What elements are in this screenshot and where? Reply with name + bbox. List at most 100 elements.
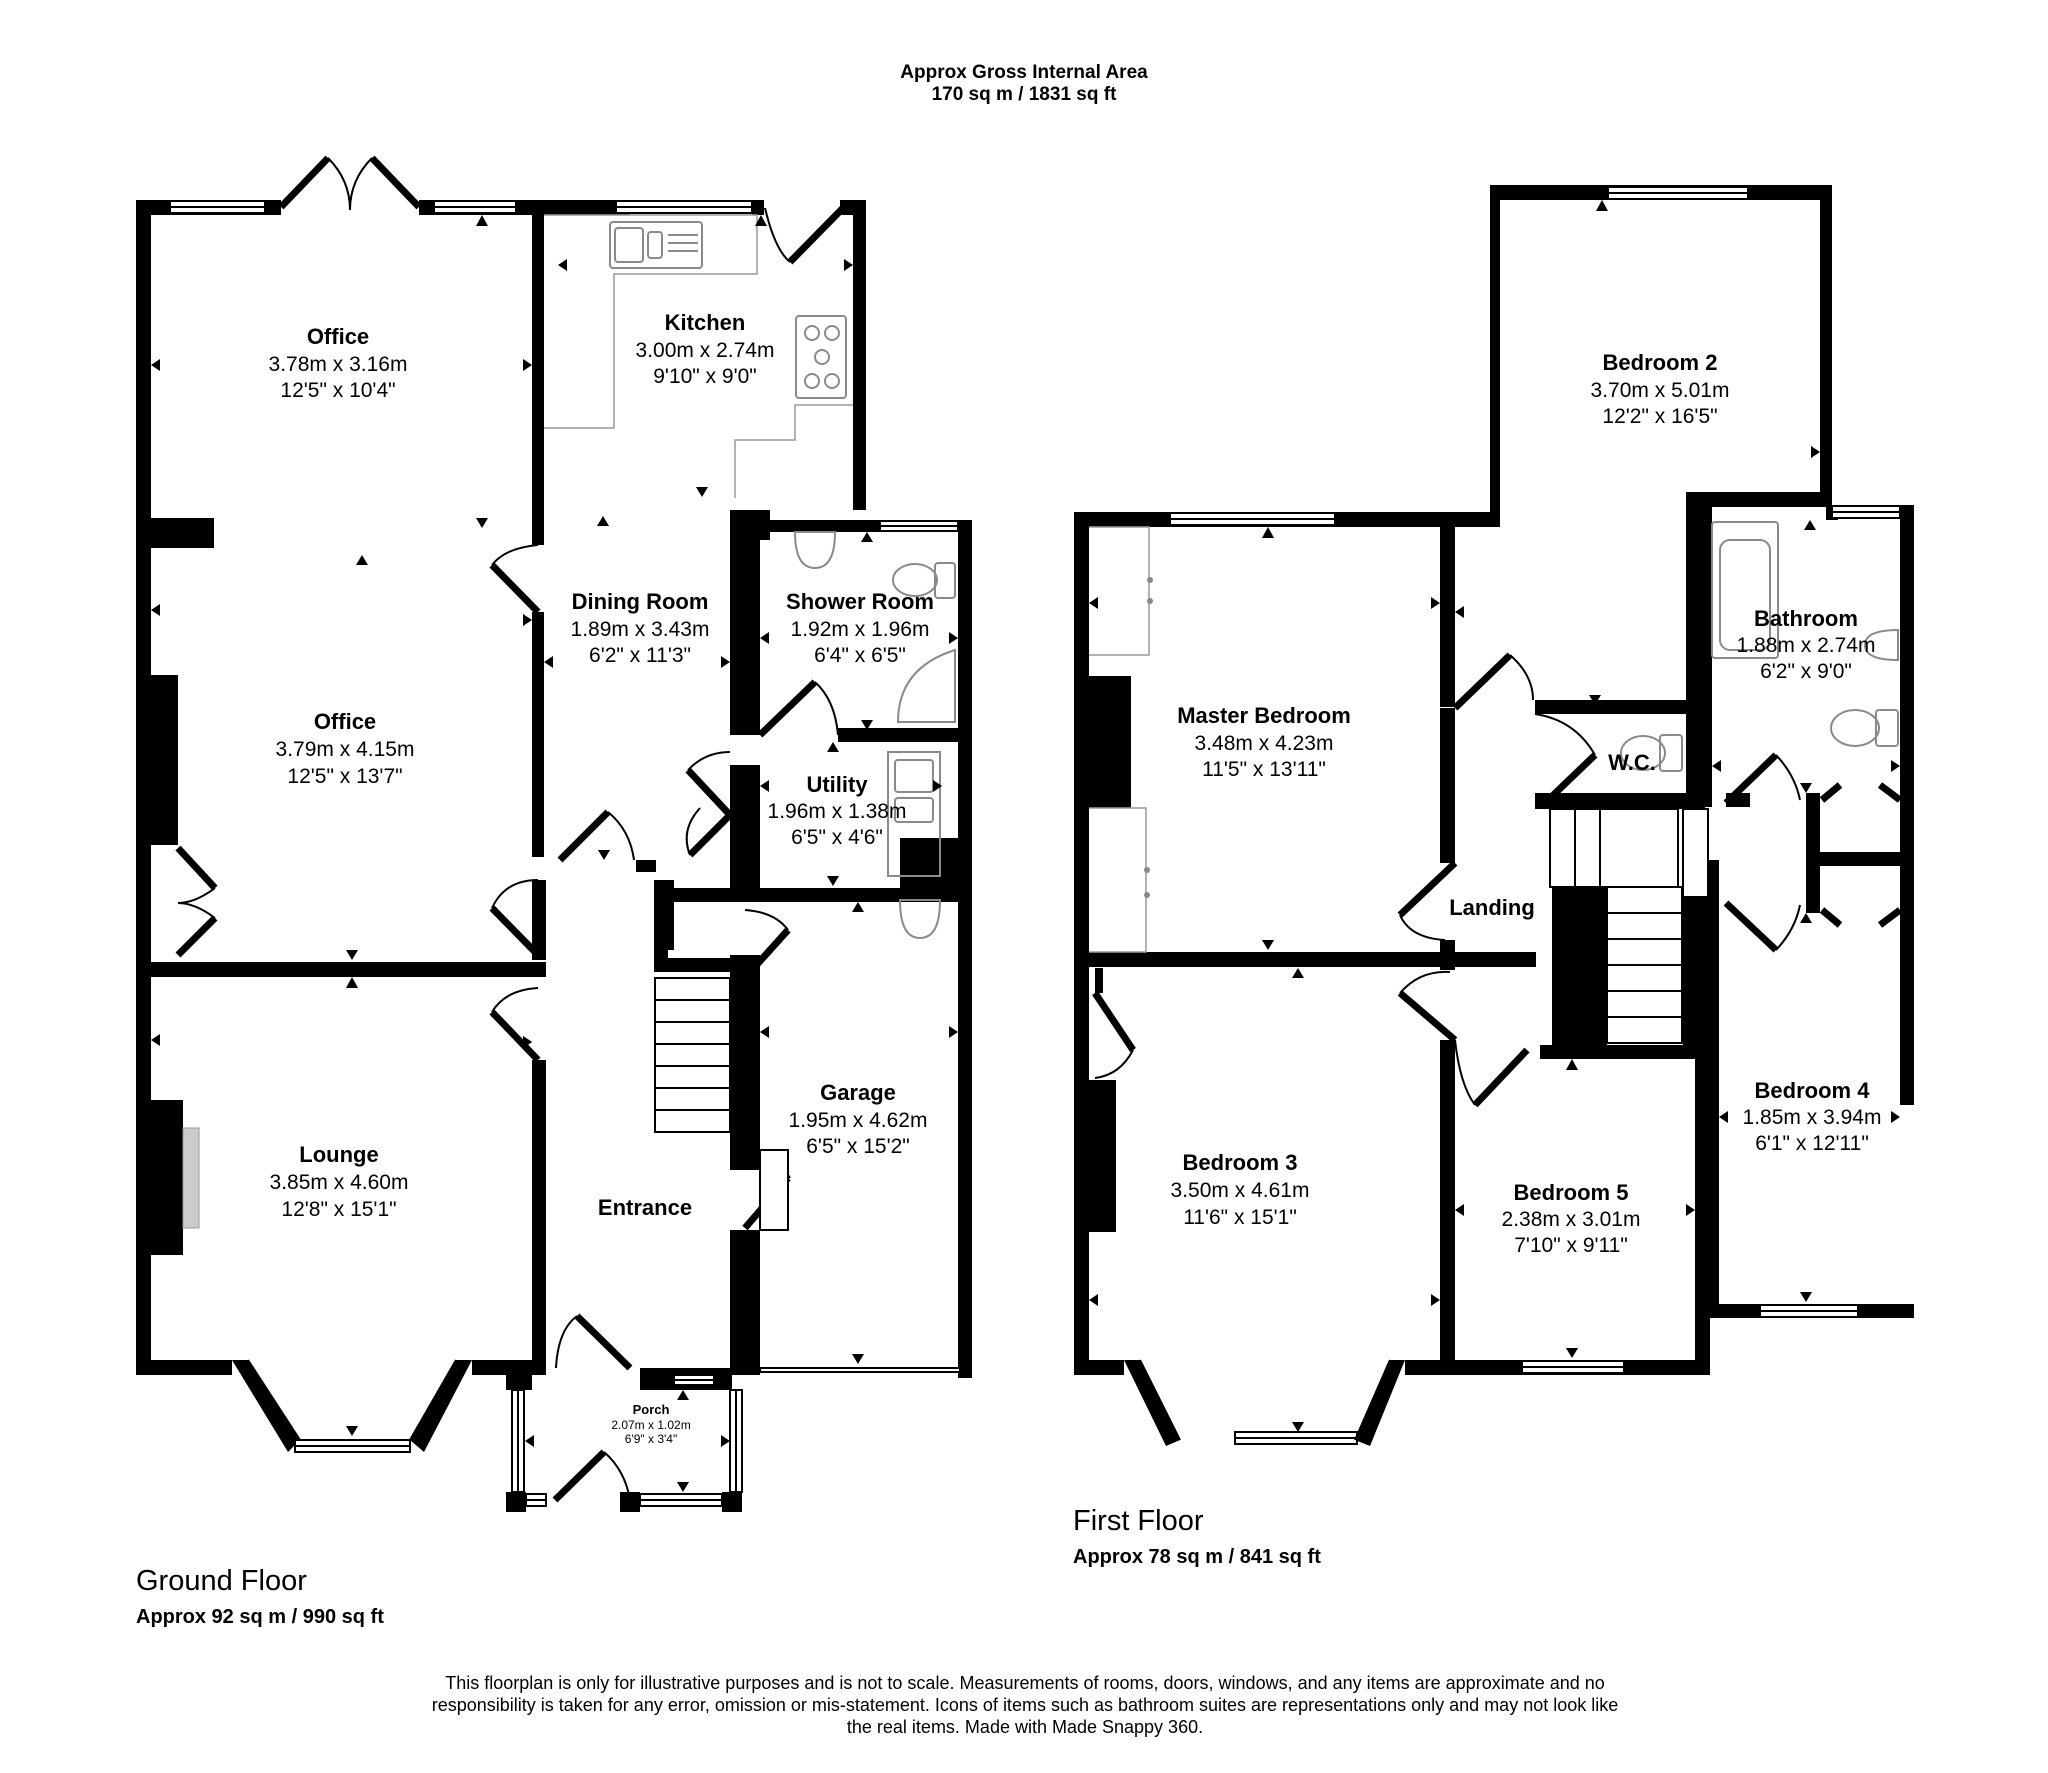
room-imperial: 12'5" x 10'4" xyxy=(280,379,395,402)
room-label-garage: Garage 1.95m x 4.62m 6'5" x 15'2" xyxy=(789,1080,928,1158)
room-name: Bedroom 3 xyxy=(1183,1150,1298,1175)
disclaimer-text: This floorplan is only for illustrative … xyxy=(431,1673,1619,1737)
ground-floor-label: Ground Floor xyxy=(136,1565,307,1597)
room-imperial: 6'5" x 15'2" xyxy=(806,1135,910,1158)
room-label-bedroom-5: Bedroom 5 2.38m x 3.01m 7'10" x 9'11" xyxy=(1502,1180,1641,1257)
room-name: Bedroom 5 xyxy=(1514,1180,1629,1205)
first-floor-stairs xyxy=(1549,808,1709,1044)
first-floor-fixtures xyxy=(1089,521,1899,953)
room-metric: 2.07m x 1.02m xyxy=(611,1418,690,1432)
room-name: Dining Room xyxy=(572,589,709,614)
room-imperial: 6'2" x 11'3" xyxy=(589,644,691,667)
first-floor-area: Approx 78 sq m / 841 sq ft xyxy=(1073,1546,1321,1568)
room-metric: 1.88m x 2.74m xyxy=(1737,634,1876,657)
room-name: Bedroom 4 xyxy=(1755,1078,1871,1103)
ground-floor-measure-arrows xyxy=(151,215,958,1492)
first-floor-plan: Bedroom 2 3.70m x 5.01m 12'2" x 16'5" Ma… xyxy=(1074,185,1914,1446)
first-floor-doors xyxy=(1092,652,1903,1108)
room-label-entrance: Entrance xyxy=(598,1195,692,1220)
first-floor-walls xyxy=(1074,185,1914,1446)
room-name: Bathroom xyxy=(1754,606,1858,631)
ground-floor-plan: Office 3.78m x 3.16m 12'5" x 10'4" Offic… xyxy=(136,155,972,1512)
room-name: Entrance xyxy=(598,1195,692,1220)
first-floor-measure-arrows xyxy=(1089,200,1900,1432)
room-metric: 3.78m x 3.16m xyxy=(269,353,408,376)
room-name: Office xyxy=(307,324,369,349)
wc-toilet-icon xyxy=(1659,734,1683,772)
ground-floor-stairs xyxy=(654,970,789,1231)
room-imperial: 6'2" x 9'0" xyxy=(1760,660,1852,683)
utility-sink-icon xyxy=(887,751,941,877)
room-label-bathroom: Bathroom 1.88m x 2.74m 6'2" x 9'0" xyxy=(1737,606,1876,683)
room-name: Bedroom 2 xyxy=(1603,350,1718,375)
room-label-landing: Landing xyxy=(1449,895,1535,920)
room-metric: 1.85m x 3.94m xyxy=(1743,1106,1882,1129)
room-label-utility: Utility 1.96m x 1.38m 6'5" x 4'6" xyxy=(768,772,907,849)
toilet-icon xyxy=(1875,709,1899,747)
fireplace-icon xyxy=(182,1127,200,1229)
room-imperial: 12'8" x 15'1" xyxy=(281,1198,396,1221)
kitchen-sink-icon xyxy=(609,221,703,269)
room-label-master-bedroom: Master Bedroom 3.48m x 4.23m 11'5" x 13'… xyxy=(1177,703,1351,781)
room-name: Shower Room xyxy=(786,589,934,614)
header-total-area: 170 sq m / 1831 sq ft xyxy=(931,84,1117,105)
first-floor-label: First Floor xyxy=(1073,1505,1204,1537)
ground-floor-fixtures xyxy=(182,214,956,1229)
room-imperial: 11'5" x 13'11" xyxy=(1202,758,1326,781)
room-name: Lounge xyxy=(299,1142,378,1167)
room-imperial: 12'2" x 16'5" xyxy=(1602,405,1717,428)
ground-floor-area: Approx 92 sq m / 990 sq ft xyxy=(136,1606,384,1628)
ground-floor-doors xyxy=(175,155,846,1503)
room-label-porch: Porch 2.07m x 1.02m 6'9" x 3'4" xyxy=(611,1402,690,1446)
room-metric: 3.48m x 4.23m xyxy=(1195,732,1334,755)
room-name: W.C. xyxy=(1608,750,1656,775)
room-metric: 3.70m x 5.01m xyxy=(1591,379,1730,402)
room-imperial: 9'10" x 9'0" xyxy=(653,365,757,388)
toilet-icon xyxy=(934,562,956,599)
room-label-office-front: Office 3.79m x 4.15m 12'5" x 13'7" xyxy=(276,709,415,788)
room-metric: 3.00m x 2.74m xyxy=(636,339,775,362)
room-label-shower-room: Shower Room 1.92m x 1.96m 6'4" x 6'5" xyxy=(786,589,934,667)
room-imperial: 6'4" x 6'5" xyxy=(814,644,906,667)
room-name: Landing xyxy=(1449,895,1535,920)
room-label-dining-room: Dining Room 1.89m x 3.43m 6'2" x 11'3" xyxy=(571,589,710,667)
room-metric: 3.79m x 4.15m xyxy=(276,738,415,761)
room-metric: 2.38m x 3.01m xyxy=(1502,1208,1641,1231)
room-label-kitchen: Kitchen 3.00m x 2.74m 9'10" x 9'0" xyxy=(636,310,775,388)
bath-icon xyxy=(1711,521,1779,659)
room-metric: 1.92m x 1.96m xyxy=(791,618,930,641)
room-label-bedroom-3: Bedroom 3 3.50m x 4.61m 11'6" x 15'1" xyxy=(1171,1150,1310,1229)
room-metric: 1.89m x 3.43m xyxy=(571,618,710,641)
room-imperial: 12'5" x 13'7" xyxy=(287,765,402,788)
first-floor-windows xyxy=(1139,186,1901,1445)
washbasin-icon xyxy=(793,531,837,570)
room-name: Porch xyxy=(633,1402,670,1417)
room-label-wc: W.C. xyxy=(1608,750,1656,775)
wardrobe-icon xyxy=(1089,807,1147,953)
washbasin-icon xyxy=(1863,628,1899,662)
room-metric: 1.95m x 4.62m xyxy=(789,1109,928,1132)
room-label-office-rear: Office 3.78m x 3.16m 12'5" x 10'4" xyxy=(269,324,408,402)
room-name: Garage xyxy=(820,1080,896,1105)
room-imperial: 11'6" x 15'1" xyxy=(1183,1206,1297,1229)
ground-floor-windows xyxy=(169,200,959,1507)
room-name: Utility xyxy=(806,772,868,797)
room-imperial: 6'9" x 3'4" xyxy=(625,1432,677,1446)
room-metric: 3.50m x 4.61m xyxy=(1171,1179,1310,1202)
room-metric: 3.85m x 4.60m xyxy=(270,1171,409,1194)
room-name: Kitchen xyxy=(665,310,746,335)
room-name: Master Bedroom xyxy=(1177,703,1351,728)
garage-basin-icon xyxy=(898,899,942,940)
wardrobe-icon xyxy=(1089,526,1150,656)
room-imperial: 7'10" x 9'11" xyxy=(1514,1234,1628,1257)
room-name: Office xyxy=(314,709,376,734)
room-imperial: 6'5" x 4'6" xyxy=(791,826,883,849)
room-imperial: 6'1" x 12'11" xyxy=(1755,1132,1869,1155)
room-label-lounge: Lounge 3.85m x 4.60m 12'8" x 15'1" xyxy=(270,1142,409,1221)
header-title: Approx Gross Internal Area xyxy=(900,62,1148,83)
hob-icon xyxy=(795,315,847,399)
room-metric: 1.96m x 1.38m xyxy=(768,800,907,823)
room-label-bedroom-4: Bedroom 4 1.85m x 3.94m 6'1" x 12'11" xyxy=(1743,1078,1882,1155)
room-label-bedroom-2: Bedroom 2 3.70m x 5.01m 12'2" x 16'5" xyxy=(1591,350,1730,428)
